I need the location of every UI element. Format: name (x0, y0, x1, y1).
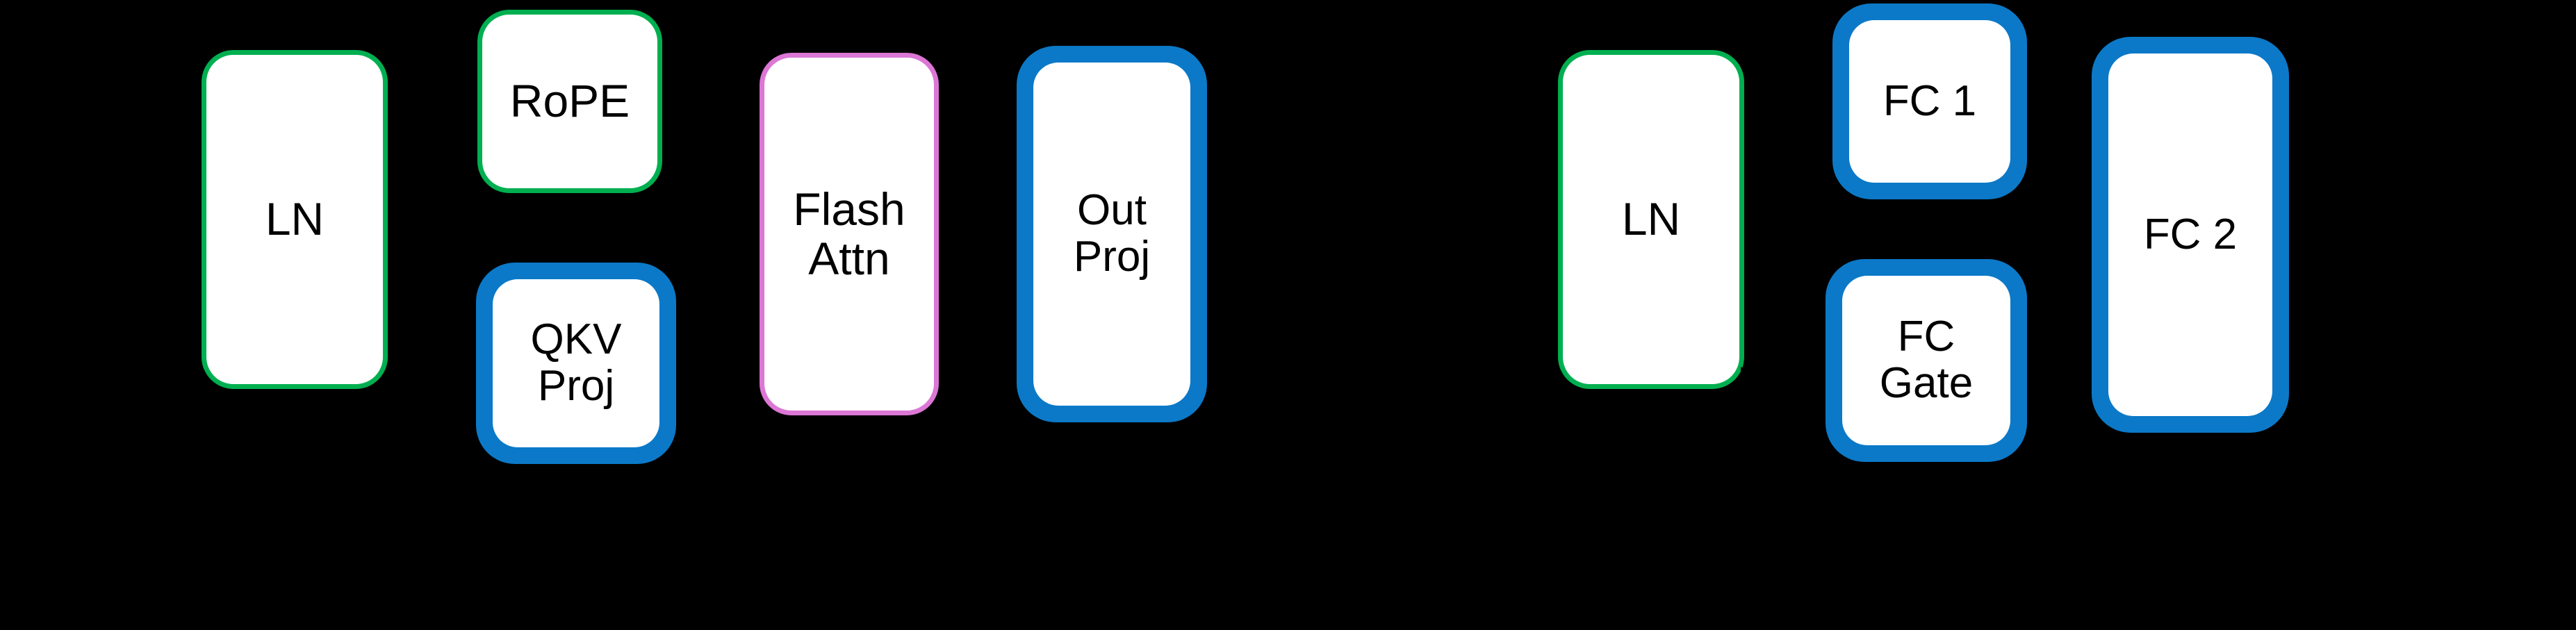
node-fc-2-label: FC 2 (2108, 53, 2272, 416)
node-out-proj-label: Out Proj (1033, 63, 1190, 406)
connector-arrow-icon (1741, 367, 1750, 382)
node-out-proj[interactable]: Out Proj (1017, 46, 1207, 422)
node-fc-1[interactable]: FC 1 (1832, 3, 2027, 199)
node-fc-1-label: FC 1 (1849, 20, 2010, 183)
node-ln-1[interactable]: LN (202, 50, 388, 389)
node-flash-attn[interactable]: Flash Attn (760, 53, 939, 415)
node-fc-gate-label: FC Gate (1842, 276, 2010, 445)
node-rope[interactable]: RoPE (477, 10, 662, 193)
node-fc-2[interactable]: FC 2 (2092, 37, 2289, 433)
connector-arrow-icon (1819, 103, 1829, 118)
node-qkv-proj[interactable]: QKV Proj (476, 263, 676, 464)
node-qkv-proj-label: QKV Proj (493, 279, 659, 447)
node-fc-gate[interactable]: FC Gate (1826, 259, 2027, 462)
node-ln-2[interactable]: LN (1558, 50, 1744, 389)
connector-arrow-icon (386, 367, 396, 382)
connector-arrow-icon (1812, 361, 1822, 376)
